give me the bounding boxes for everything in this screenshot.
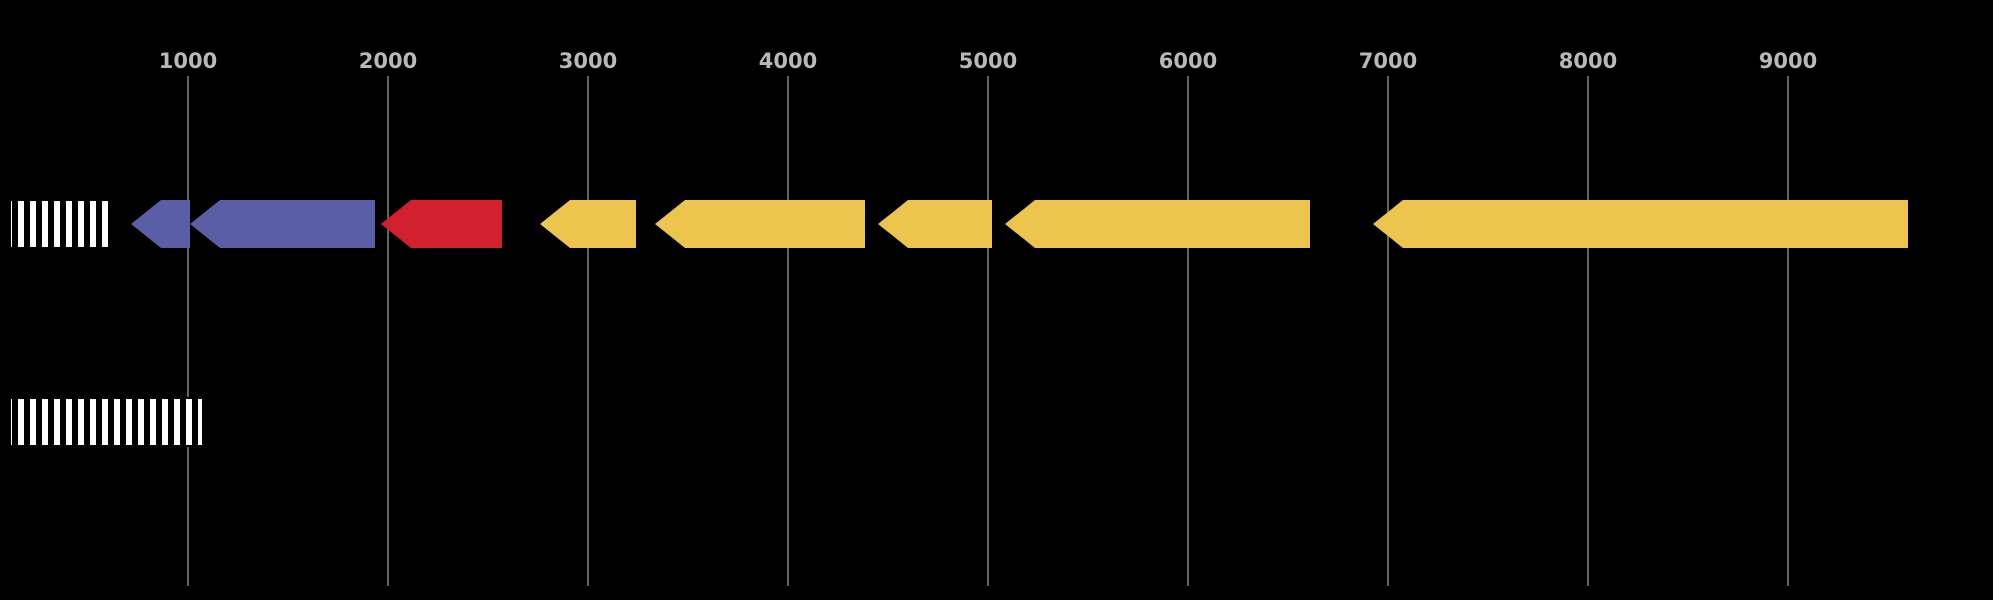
axis-tick-label: 7000: [1359, 49, 1417, 73]
axis-tick-label: 8000: [1559, 49, 1617, 73]
gene-arrow: [131, 200, 190, 248]
hatched-region: [9, 199, 115, 249]
hatched-region: [9, 397, 204, 447]
gene-arrow: [381, 200, 502, 248]
axis-tick-label: 3000: [559, 49, 617, 73]
gene-arrow: [540, 200, 636, 248]
track-2: [9, 397, 204, 447]
axis-tick-label: 5000: [959, 49, 1017, 73]
gene-arrow: [1005, 200, 1310, 248]
axis-tick-label: 6000: [1159, 49, 1217, 73]
axis-tick-label: 9000: [1759, 49, 1817, 73]
track-1: [9, 199, 1908, 249]
gene-arrow: [1373, 200, 1908, 248]
gene-arrow: [655, 200, 865, 248]
axis-tick-label: 1000: [159, 49, 217, 73]
axis-tick-label: 4000: [759, 49, 817, 73]
axis-tick-label: 2000: [359, 49, 417, 73]
gene-arrow: [190, 200, 375, 248]
gene-arrow: [878, 200, 992, 248]
